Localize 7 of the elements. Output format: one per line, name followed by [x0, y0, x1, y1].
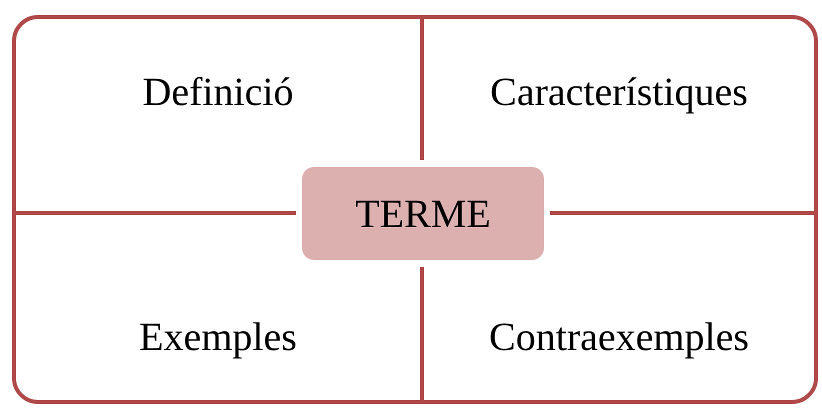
quadrant-heading: Definició: [142, 69, 294, 115]
quadrant-heading: Exemples: [139, 314, 297, 360]
quadrant-heading: Característiques: [490, 69, 748, 115]
term-box: [302, 167, 544, 260]
term-label: TERME: [355, 190, 491, 236]
frame-box: [12, 15, 818, 404]
quadrant-heading: Contraexemples: [489, 314, 749, 360]
